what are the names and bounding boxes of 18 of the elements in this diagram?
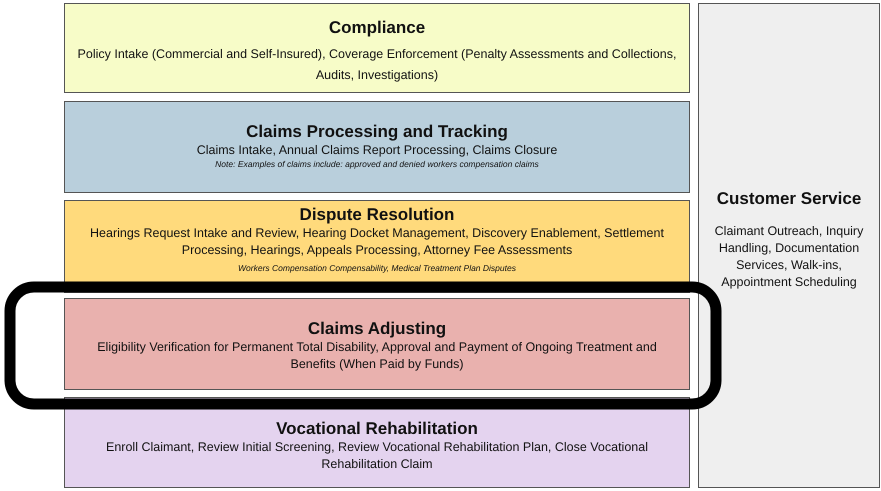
section-description: Claims Intake, Annual Claims Report Processing, Claims Closure <box>196 142 558 159</box>
section-heading: Claims Processing and Tracking <box>246 122 508 142</box>
section-note: Note: Examples of claims include: approved and denied workers compensation claims <box>215 159 539 170</box>
section-description: Enroll Claimant, Review Initial Screening, Review Vocational Rehabilitation Plan, Close Vocational Rehabilitation Claim <box>105 439 649 473</box>
section-description: Claimant Outreach, Inquiry Handling, Documentation Services, Walk-ins, Appointment Scheduling <box>714 223 864 291</box>
section-heading: Dispute Resolution <box>300 205 454 225</box>
section-description: Eligibility Verification for Permanent Total Disability, Approval and Payment of Ongoing Treatment and Benefits (When Paid by Funds) <box>96 339 658 373</box>
section-heading: Claims Adjusting <box>308 319 446 339</box>
section-description: Policy Intake (Commercial and Self-Insured), Coverage Enforcement (Penalty Assessments and Collections, Audits, Investigations) <box>77 46 677 84</box>
section-box <box>698 3 880 488</box>
section-box <box>64 298 690 390</box>
section-description: Hearings Request Intake and Review, Hearing Docket Management, Discovery Enablement, Settlement Processing, Hearings, Appeals Processing, Attorney Fee Assessments <box>89 225 665 259</box>
section-box <box>64 101 690 193</box>
section-heading: Compliance <box>328 18 426 38</box>
section-heading: Customer Service <box>716 189 862 209</box>
section-box <box>64 3 690 93</box>
section-note: Workers Compensation Compensability, Medical Treatment Plan Disputes <box>238 263 516 274</box>
section-heading: Vocational Rehabilitation <box>276 419 478 439</box>
